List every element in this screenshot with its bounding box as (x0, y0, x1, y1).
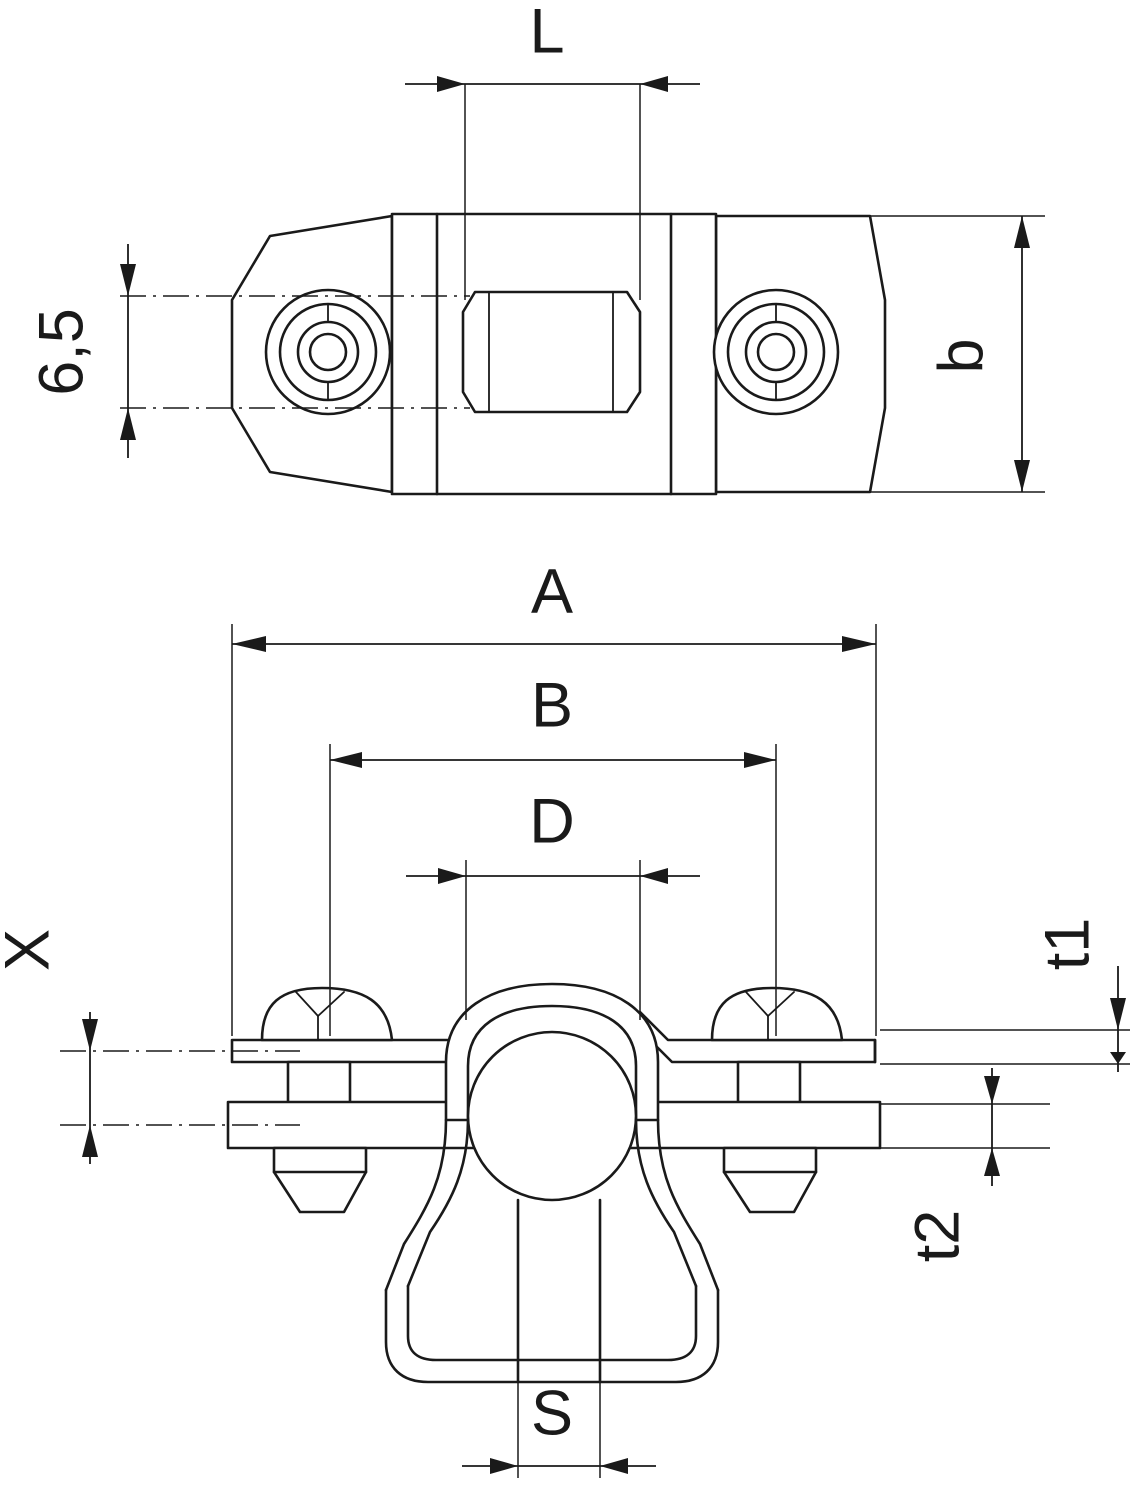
dim-D-arrow-right (640, 868, 668, 884)
top-view (120, 212, 887, 496)
dimension-D: D (406, 787, 700, 1020)
dimension-X: X (0, 929, 300, 1164)
dim-label-t1: t1 (1033, 918, 1103, 971)
dim-b-arrow-top (1014, 216, 1030, 248)
dim-L-arrow-left (437, 76, 465, 92)
top-view-right-screw-outer (712, 288, 840, 416)
dimension-B: B (329, 671, 777, 1036)
dimension-6-5: 6,5 (27, 244, 136, 458)
dim-A-arrow-right (842, 636, 876, 652)
dim-label-L: L (529, 0, 564, 67)
dim-D-arrow-left (438, 868, 466, 884)
front-view-lower-arm-right-inner (656, 1118, 720, 1292)
dim-t1-arrow-bottom (1110, 1052, 1126, 1064)
dim-label-6-5: 6,5 (27, 308, 97, 396)
front-view-right-nut (722, 1146, 818, 1214)
front-view-lower-arm-left (406, 1118, 470, 1288)
top-view-left-screw-core (308, 332, 348, 372)
front-view-hanger-loop-inner (406, 1284, 698, 1362)
dim-65-arrow-top (120, 264, 136, 296)
front-view-left-screw-slot-2 (317, 991, 345, 1017)
top-view-saddle (461, 290, 642, 414)
top-view-left-screw-outer (264, 288, 392, 416)
dim-b-arrow-bottom (1014, 460, 1030, 492)
dim-label-S: S (531, 1379, 573, 1449)
front-view-lower-arm-right (634, 1118, 698, 1288)
dim-S-arrow-right (600, 1458, 628, 1474)
dim-X-arrow-top (82, 1019, 98, 1051)
dimension-S: S (462, 1200, 656, 1478)
dim-t2-arrow-bottom (984, 1148, 1000, 1176)
front-view-hanger-loop-outer (384, 1288, 720, 1384)
dimension-t1: t1 (880, 918, 1130, 1072)
top-view-right-screw-core (756, 332, 796, 372)
dim-A-arrow-left (232, 636, 266, 652)
dim-L-arrow-right (640, 76, 668, 92)
dim-label-B: B (531, 671, 573, 741)
front-view-right-screw-slot-1 (745, 991, 769, 1017)
front-view-pipe-circle (466, 1030, 638, 1202)
dim-65-arrow-bottom (120, 408, 136, 440)
dim-t1-arrow-top (1110, 998, 1126, 1030)
dimension-A: A (231, 557, 877, 1036)
dim-S-arrow-left (490, 1458, 518, 1474)
front-view-left-screw-slot-1 (295, 991, 319, 1017)
front-view-right-screw-slot-2 (767, 991, 795, 1017)
dimension-L: L (405, 0, 700, 300)
dim-B-arrow-left (330, 752, 362, 768)
front-view-left-screw-head (260, 986, 394, 1042)
dimension-t2: t2 (880, 1068, 1050, 1262)
front-view-lower-arm-left-inner (384, 1118, 448, 1292)
front-view (226, 982, 882, 1384)
front-view-right-screw-head (710, 986, 844, 1042)
dim-label-b: b (927, 338, 997, 373)
dim-label-A: A (531, 557, 573, 627)
dimension-b: b (735, 215, 1045, 493)
dim-B-arrow-right (744, 752, 776, 768)
dim-label-t2: t2 (903, 1210, 973, 1263)
dim-label-X: X (0, 929, 63, 971)
front-view-left-nut (272, 1146, 368, 1214)
dim-X-arrow-bottom (82, 1125, 98, 1157)
dim-label-D: D (529, 787, 575, 857)
dim-t2-arrow-top (984, 1076, 1000, 1104)
